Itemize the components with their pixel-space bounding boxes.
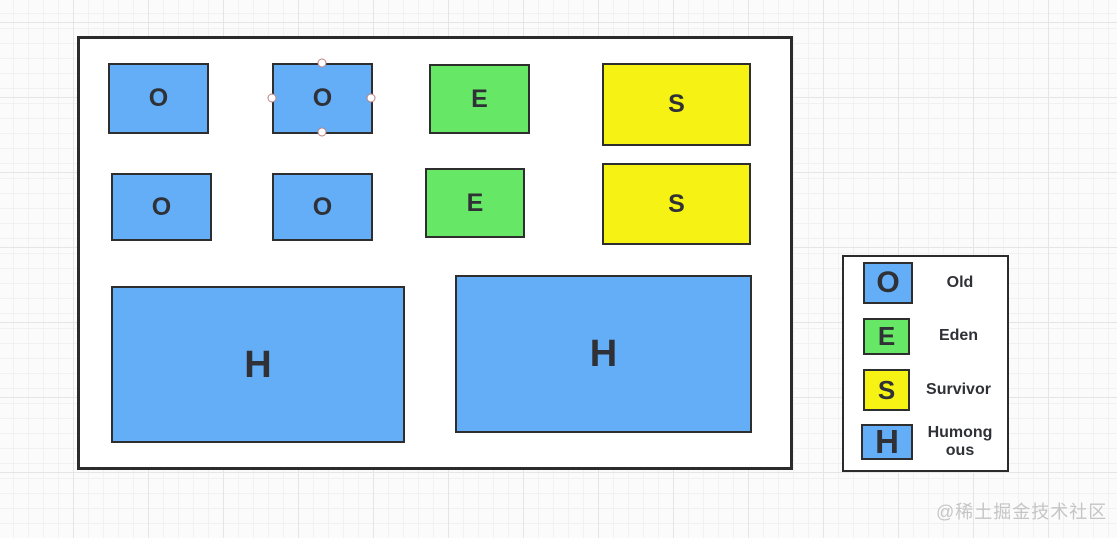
- legend-row-survivor: S Survivor: [844, 369, 1007, 411]
- legend-swatch-survivor[interactable]: S: [863, 369, 910, 411]
- region-label: O: [312, 84, 333, 112]
- legend-swatch-old[interactable]: O: [863, 262, 913, 304]
- watermark: @稀土掘金技术社区: [936, 502, 1108, 522]
- selection-handle-right[interactable]: [366, 93, 376, 102]
- legend-row-eden: E Eden: [844, 318, 1007, 355]
- legend-label-old: Old: [946, 273, 974, 291]
- region-label: O: [151, 192, 172, 221]
- region-label: E: [471, 84, 488, 113]
- region-survivor-1[interactable]: S: [602, 63, 751, 146]
- region-label: S: [668, 189, 685, 218]
- legend-swatch-humongous[interactable]: H: [861, 423, 913, 460]
- legend-row-old: O Old: [844, 262, 1007, 304]
- selection-handle-bottom[interactable]: [317, 127, 326, 137]
- region-eden-2[interactable]: E: [425, 168, 525, 238]
- region-old-4[interactable]: O: [272, 173, 373, 241]
- region-humongous-2[interactable]: H: [455, 275, 752, 433]
- region-label: E: [466, 188, 484, 217]
- legend-label-survivor: Survivor: [926, 380, 991, 398]
- legend[interactable]: O Old E Eden S Survivor H Humongous: [842, 255, 1009, 472]
- heap-container[interactable]: O O E S O O E S H H: [77, 36, 793, 470]
- region-label: S: [668, 90, 685, 118]
- region-old-2-selected[interactable]: O: [267, 58, 376, 137]
- selection-handle-left[interactable]: [267, 93, 277, 102]
- region-label: H: [244, 343, 272, 386]
- legend-swatch-eden[interactable]: E: [863, 318, 910, 355]
- region-old-3[interactable]: O: [111, 173, 212, 241]
- selection-handle-top[interactable]: [317, 58, 326, 68]
- legend-row-humongous: H Humongous: [844, 423, 1007, 460]
- region-survivor-2[interactable]: S: [602, 163, 751, 245]
- legend-label-humongous: Humongous: [927, 423, 993, 459]
- region-label: H: [589, 333, 618, 375]
- region-label: O: [148, 84, 169, 112]
- legend-label-eden: Eden: [938, 327, 979, 345]
- region-old-1[interactable]: O: [108, 63, 209, 134]
- region-humongous-1[interactable]: H: [111, 286, 405, 443]
- region-eden-1[interactable]: E: [429, 64, 530, 134]
- region-label: O: [312, 192, 333, 221]
